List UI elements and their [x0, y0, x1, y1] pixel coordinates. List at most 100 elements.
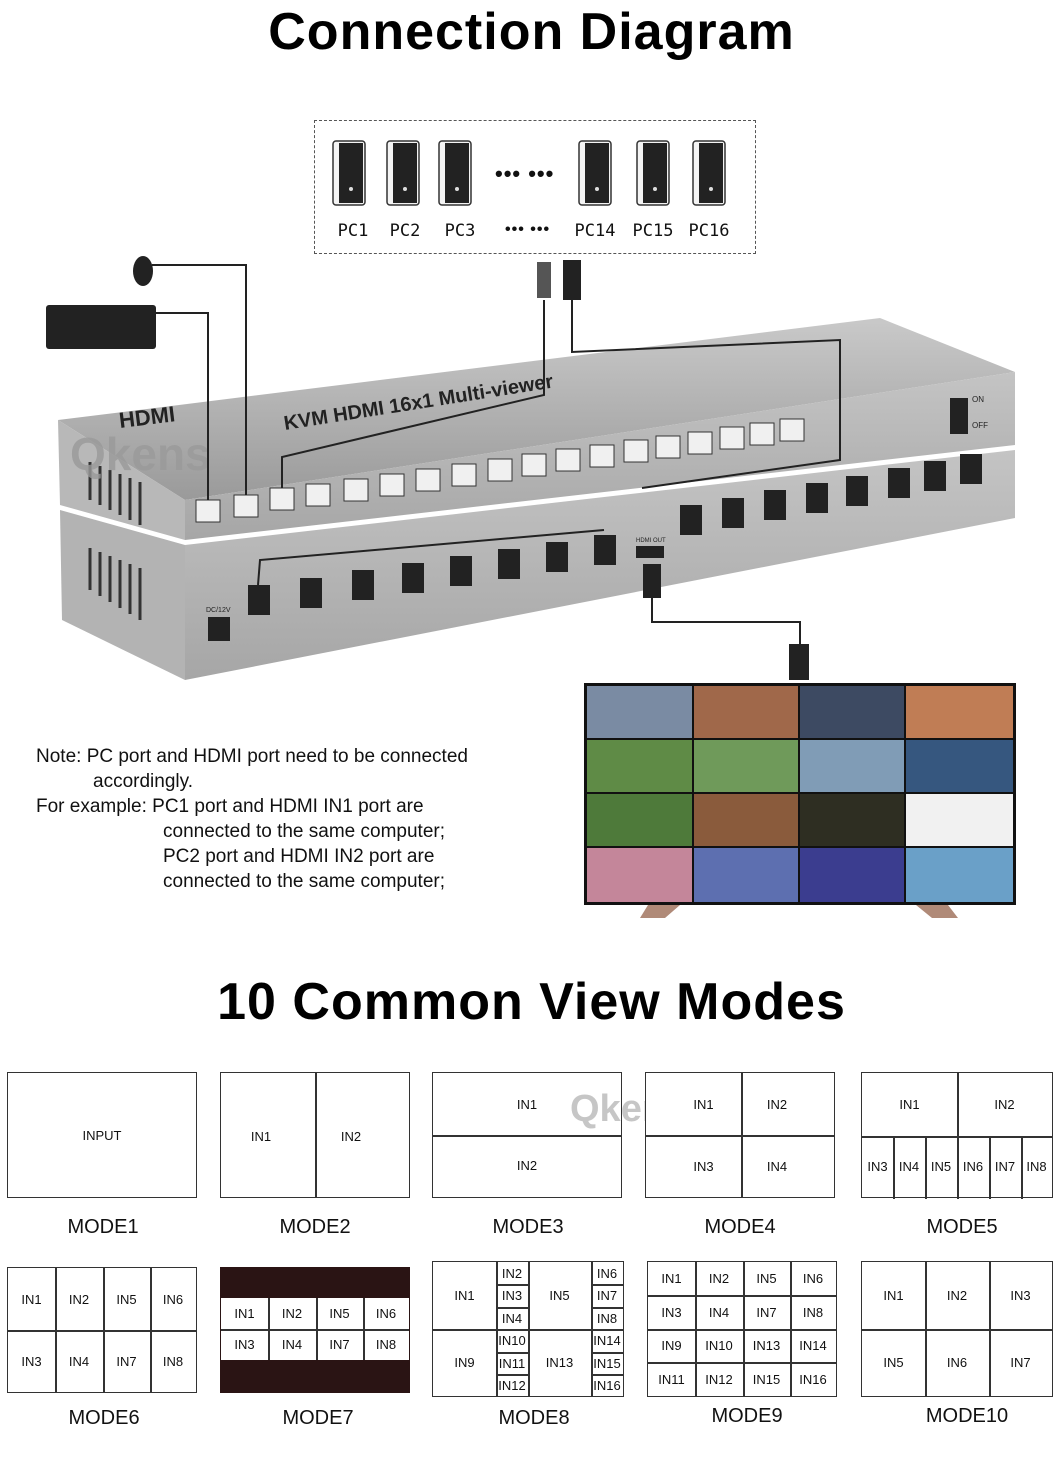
pc-ellipsis: ••• •••	[495, 161, 555, 186]
mode7-cell-1: IN1	[234, 1306, 255, 1321]
pc14-tower-icon	[578, 140, 612, 206]
mode5-cell-1: IN1	[899, 1097, 920, 1112]
mode8-cell-8: IN8	[596, 1310, 618, 1326]
mode2-cell-1: IN1	[221, 1073, 339, 1199]
mode5-label: MODE5	[926, 1216, 998, 1238]
mode8-cell-6: IN6	[596, 1265, 618, 1281]
mode4-cell-1: IN1	[693, 1096, 714, 1112]
mode2-cell-2: IN2	[340, 1128, 362, 1144]
mode8-cell-15: IN15	[593, 1355, 621, 1371]
mode8-cell-13: IN13	[545, 1355, 574, 1370]
mode8-cell-10: IN10	[498, 1333, 526, 1348]
mode7-cell-3: IN5	[329, 1306, 350, 1321]
mode6-cell-5: IN3	[21, 1353, 42, 1369]
dc-label: DC/12V	[206, 607, 231, 614]
mode7-cell-8: IN8	[375, 1337, 397, 1352]
mode4-cell-2: IN2	[766, 1096, 788, 1112]
mode9-cell-4: IN6	[802, 1271, 824, 1286]
mode8-cell-5: IN5	[549, 1288, 570, 1303]
mode1-cell: INPUT	[82, 1127, 122, 1143]
monitor-tiles	[587, 686, 1013, 902]
mode7-diagram: IN1 IN2 IN5 IN6 IN3 IN4 IN7 IN8	[220, 1267, 410, 1393]
note-line-2: accordingly.	[93, 771, 193, 792]
pc3-label: PC3	[444, 221, 476, 241]
pc-group: PC1 PC2 PC3 ••• ••• ••• ••• PC14 PC15 PC…	[314, 120, 756, 254]
mode10-diagram: IN1 IN2 IN3 IN5 IN6 IN7	[861, 1261, 1053, 1397]
mouse-icon	[133, 256, 153, 286]
mode5-cell-5: IN5	[930, 1158, 952, 1174]
mode8-cell-12: IN12	[498, 1377, 526, 1393]
mode6-cell-7: IN7	[116, 1353, 137, 1369]
mode10-cell-2: IN2	[946, 1288, 968, 1303]
device-watermark: Qkens	[70, 428, 211, 480]
view-modes-title: 10 Common View Modes	[217, 973, 846, 1031]
mode8-cell-9: IN9	[454, 1355, 475, 1370]
mode5-cell-2: IN2	[994, 1097, 1015, 1112]
note-line-6: connected to the same computer;	[163, 871, 445, 892]
mode3-diagram: IN1 IN2	[432, 1072, 622, 1198]
mode1-label: MODE1	[67, 1216, 139, 1238]
pc16-tower-icon	[692, 140, 726, 206]
dc-jack	[208, 617, 230, 641]
mode7-cell-6: IN4	[281, 1337, 303, 1352]
mode8-cell-14: IN14	[593, 1333, 621, 1348]
mode3-cell-1: IN1	[516, 1096, 538, 1112]
mode8-cell-7: IN7	[596, 1288, 618, 1303]
mode9-cell-6: IN4	[708, 1304, 730, 1320]
mode9-cell-8: IN8	[802, 1304, 824, 1320]
mode5-cell-3: IN3	[867, 1158, 888, 1174]
mode2-cell-1-label: IN1	[250, 1128, 272, 1144]
mode4-cell-3: IN3	[693, 1158, 714, 1174]
mode9-cell-13: IN11	[658, 1371, 685, 1387]
power-on-label: ON	[972, 395, 984, 404]
mode6-label: MODE6	[68, 1407, 140, 1429]
mode4-cell-4: IN4	[766, 1158, 788, 1174]
power-off-label: OFF	[972, 421, 988, 430]
mode9-cell-2: IN2	[708, 1271, 730, 1286]
mode10-cell-4: IN5	[883, 1355, 904, 1370]
mode7-cell-4: IN6	[375, 1306, 397, 1321]
mode3-cell-2: IN2	[516, 1157, 538, 1173]
kvm-device-illustration: HDMI KVM HDMI 16x1 Multi-viewer Qkens ON…	[46, 256, 1016, 918]
pc1-label: PC1	[337, 221, 369, 241]
note-line-3: For example: PC1 port and HDMI IN1 port …	[36, 796, 424, 817]
mode5-cell-7: IN7	[994, 1158, 1016, 1174]
mode9-cell-12: IN14	[799, 1338, 827, 1353]
mode5-cell-8: IN8	[1026, 1158, 1047, 1174]
mode5-cell-6: IN6	[962, 1158, 984, 1174]
pc16-label: PC16	[688, 221, 730, 241]
mode10-cell-5: IN6	[946, 1355, 968, 1370]
pc15-tower-icon	[636, 140, 670, 206]
mode6-cell-2: IN2	[68, 1291, 90, 1307]
mode8-cell-16: IN16	[593, 1377, 621, 1393]
device-top-face	[58, 318, 1015, 500]
mode6-cell-3: IN5	[116, 1291, 137, 1307]
mode8-cell-11: IN11	[498, 1355, 526, 1371]
mode10-cell-1: IN1	[883, 1288, 904, 1303]
note-line-1: Note: PC port and HDMI port need to be c…	[36, 746, 468, 767]
mode10-cell-3: IN3	[1010, 1288, 1031, 1303]
mode5-diagram: IN1 IN2 IN3 IN4 IN5 IN6 IN7 IN8	[861, 1072, 1053, 1199]
mode9-cell-3: IN5	[756, 1271, 777, 1286]
mode8-cell-1: IN1	[454, 1288, 475, 1303]
connection-diagram-title: Connection Diagram	[268, 3, 795, 61]
pc1-tower-icon	[332, 140, 366, 206]
mode10-label: MODE10	[925, 1405, 1009, 1427]
keyboard-icon	[46, 305, 156, 349]
mode1-diagram: INPUT	[7, 1072, 197, 1198]
mode4-diagram: IN1 IN2 IN3 IN4	[645, 1072, 835, 1198]
mode6-cell-6: IN4	[68, 1353, 90, 1369]
mode7-cell-2: IN2	[281, 1306, 303, 1321]
mode9-cell-9: IN9	[661, 1338, 682, 1353]
hdmi-out-port	[636, 546, 664, 558]
pc2-label: PC2	[389, 221, 421, 241]
pc3-tower-icon	[438, 140, 472, 206]
pc2-tower-icon	[386, 140, 420, 206]
power-switch	[950, 398, 968, 434]
mode7-cell-5: IN3	[234, 1337, 255, 1352]
mode8-cell-2: IN2	[501, 1265, 523, 1281]
mode4-label: MODE4	[704, 1216, 776, 1238]
mode9-cell-5: IN3	[661, 1304, 682, 1320]
mode8-cell-4: IN4	[501, 1310, 523, 1326]
mode8-diagram: IN1 IN2 IN3 IN4 IN5 IN6 IN7 IN8 IN9 IN10…	[432, 1261, 624, 1397]
